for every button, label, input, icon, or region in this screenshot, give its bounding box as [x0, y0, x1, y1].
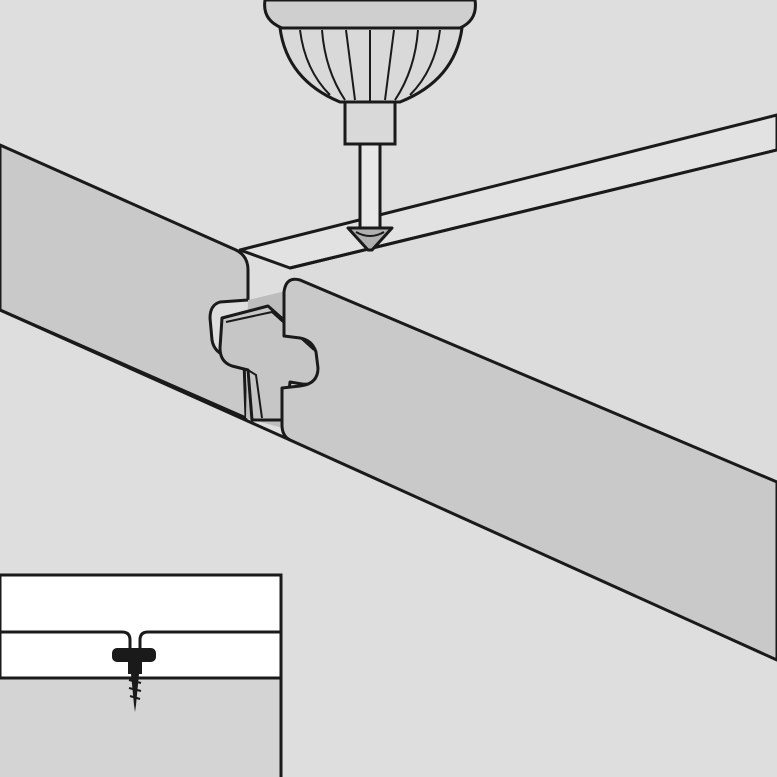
drill-icon	[263, 0, 477, 230]
right-board-top	[290, 150, 777, 480]
right-board-face	[280, 277, 777, 662]
inset-cross-section	[0, 573, 283, 777]
inset-t-clip-icon	[112, 648, 156, 712]
screw-icon	[346, 226, 394, 252]
